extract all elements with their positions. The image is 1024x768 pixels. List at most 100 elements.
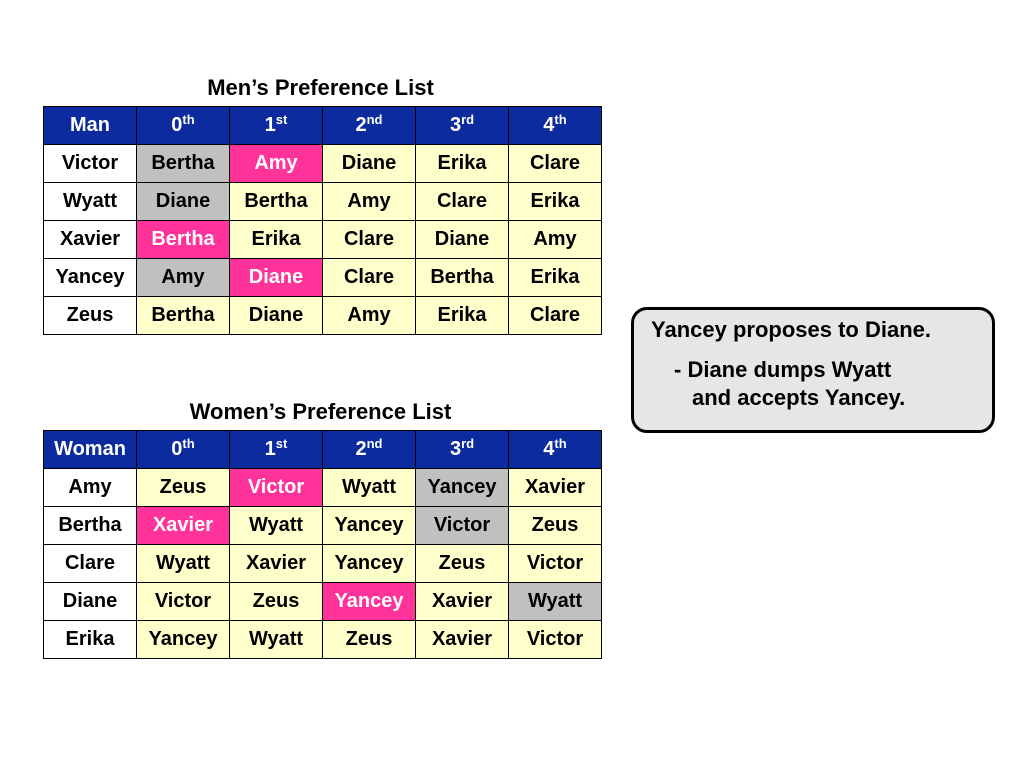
preference-cell: Clare — [508, 296, 602, 335]
preference-cell: Bertha — [415, 258, 509, 297]
preference-cell: Victor — [229, 468, 323, 507]
men-header-name: Man — [43, 106, 137, 145]
row-name-cell: Zeus — [43, 296, 137, 335]
women-header-rank-4: 4th — [508, 430, 602, 469]
men-header-rank-4: 4th — [508, 106, 602, 145]
preference-cell: Amy — [136, 258, 230, 297]
callout-line-1: Yancey proposes to Diane. — [651, 317, 931, 342]
preference-cell: Erika — [415, 144, 509, 183]
men-header-rank-2: 2nd — [322, 106, 416, 145]
women-preference-title: Women’s Preference List — [189, 399, 452, 424]
preference-cell: Bertha — [229, 182, 323, 221]
preference-cell: Clare — [322, 258, 416, 297]
preference-cell: Xavier — [136, 506, 230, 545]
preference-cell: Amy — [229, 144, 323, 183]
preference-cell: Xavier — [415, 620, 509, 659]
preference-cell: Yancey — [415, 468, 509, 507]
men-header-rank-0: 0th — [136, 106, 230, 145]
preference-cell: Diane — [229, 258, 323, 297]
preference-cell: Zeus — [415, 544, 509, 583]
row-name-cell: Yancey — [43, 258, 137, 297]
preference-cell: Diane — [322, 144, 416, 183]
preference-cell: Victor — [136, 582, 230, 621]
preference-cell: Diane — [415, 220, 509, 259]
row-name-cell: Xavier — [43, 220, 137, 259]
preference-cell: Bertha — [136, 296, 230, 335]
rank-number: 2 — [355, 114, 367, 136]
preference-cell: Amy — [322, 182, 416, 221]
preference-cell: Erika — [508, 182, 602, 221]
rank-suffix: nd — [366, 436, 383, 451]
row-name-cell: Diane — [43, 582, 137, 621]
preference-cell: Diane — [136, 182, 230, 221]
preference-cell: Yancey — [322, 506, 416, 545]
women-header-rank-3: 3rd — [415, 430, 509, 469]
preference-cell: Yancey — [322, 582, 416, 621]
women-header-rank-2: 2nd — [322, 430, 416, 469]
preference-cell: Diane — [229, 296, 323, 335]
preference-cell: Bertha — [136, 144, 230, 183]
rank-suffix: rd — [461, 112, 475, 127]
row-name-cell: Wyatt — [43, 182, 137, 221]
rank-number: 3 — [449, 438, 462, 460]
rank-suffix: st — [275, 436, 288, 451]
preference-cell: Clare — [415, 182, 509, 221]
rank-number: 0 — [171, 114, 183, 136]
row-name-cell: Clare — [43, 544, 137, 583]
rank-suffix: th — [182, 436, 195, 451]
preference-cell: Amy — [508, 220, 602, 259]
women-header-rank-1: 1st — [229, 430, 323, 469]
row-name-cell: Erika — [43, 620, 137, 659]
rank-number: 4 — [543, 438, 555, 460]
preference-cell: Zeus — [229, 582, 323, 621]
rank-number: 0 — [171, 438, 183, 460]
preference-cell: Clare — [508, 144, 602, 183]
preference-cell: Wyatt — [229, 506, 323, 545]
preference-cell: Xavier — [415, 582, 509, 621]
men-header-rank-3: 3rd — [415, 106, 509, 145]
rank-number: 1 — [264, 114, 276, 136]
preference-cell: Bertha — [136, 220, 230, 259]
preference-cell: Yancey — [136, 620, 230, 659]
rank-suffix: th — [554, 112, 567, 127]
preference-cell: Erika — [229, 220, 323, 259]
preference-cell: Victor — [508, 544, 602, 583]
preference-cell: Erika — [415, 296, 509, 335]
preference-cell: Victor — [508, 620, 602, 659]
preference-cell: Zeus — [508, 506, 602, 545]
men-header-rank-1: 1st — [229, 106, 323, 145]
preference-cell: Wyatt — [229, 620, 323, 659]
callout-line-2: - Diane dumps Wyatt — [674, 357, 892, 382]
women-header-rank-0: 0th — [136, 430, 230, 469]
rank-number: 3 — [449, 114, 462, 136]
rank-suffix: st — [275, 112, 288, 127]
row-name-cell: Bertha — [43, 506, 137, 545]
preference-cell: Zeus — [322, 620, 416, 659]
women-header-name: Woman — [43, 430, 137, 469]
callout-line-3: and accepts Yancey. — [692, 385, 906, 410]
men-preference-title: Men’s Preference List — [207, 75, 434, 100]
row-name-cell: Amy — [43, 468, 137, 507]
preference-cell: Wyatt — [136, 544, 230, 583]
preference-cell: Yancey — [322, 544, 416, 583]
preference-cell: Erika — [508, 258, 602, 297]
preference-cell: Xavier — [508, 468, 602, 507]
preference-cell: Wyatt — [508, 582, 602, 621]
rank-suffix: nd — [366, 112, 383, 127]
rank-suffix: th — [554, 436, 567, 451]
rank-suffix: th — [182, 112, 195, 127]
preference-cell: Wyatt — [322, 468, 416, 507]
step-callout: Yancey proposes to Diane. - Diane dumps … — [631, 307, 995, 433]
rank-number: 4 — [543, 114, 555, 136]
preference-cell: Amy — [322, 296, 416, 335]
